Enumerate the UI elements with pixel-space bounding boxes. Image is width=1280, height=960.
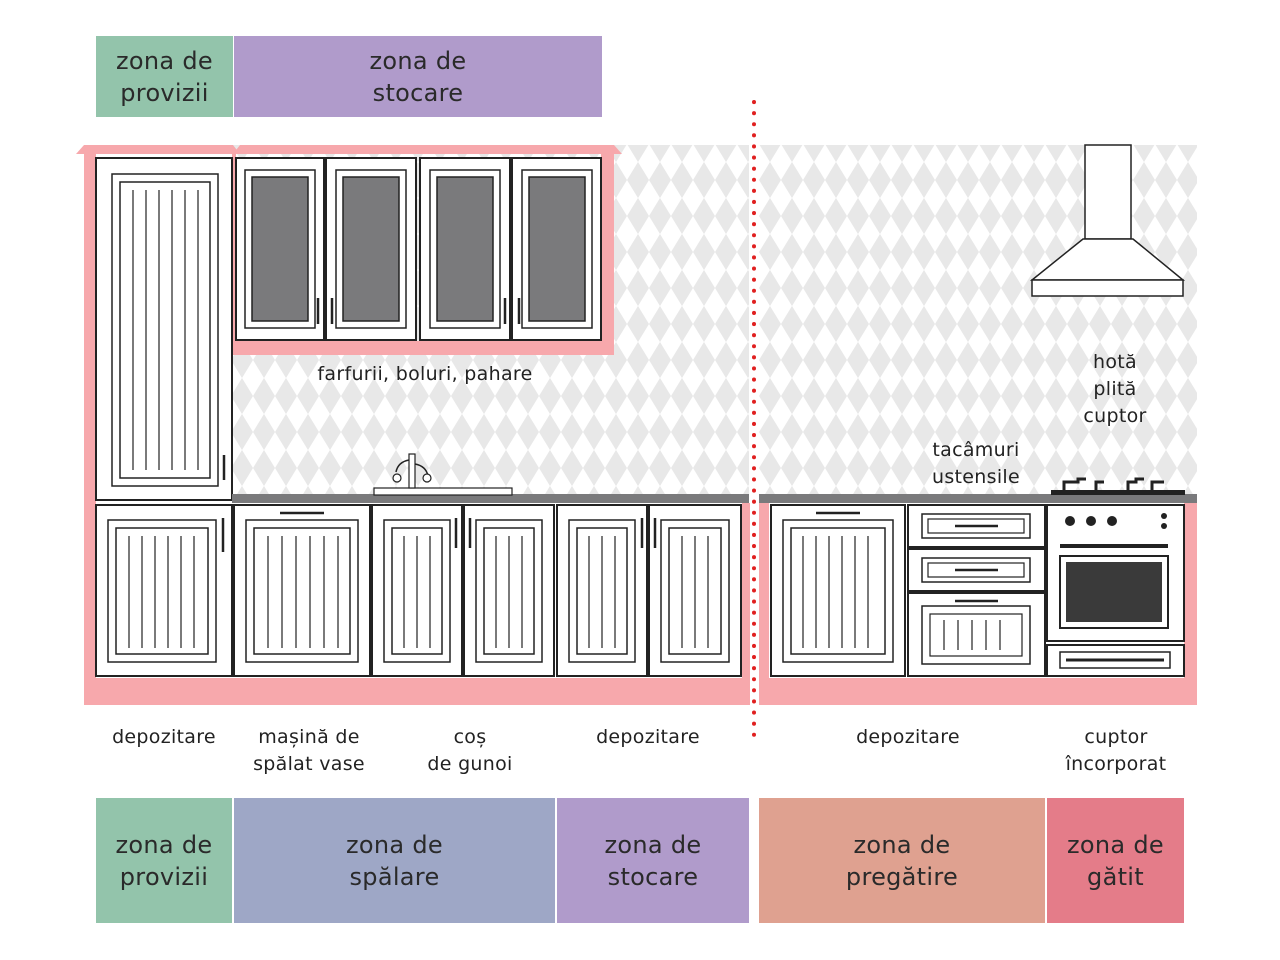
top-zone-stocare: zona de stocare [234, 36, 602, 117]
top-zone-provizii: zona de provizii [96, 36, 233, 117]
label-oven: cuptor încorporat [1065, 726, 1167, 775]
countertop-right [759, 494, 1197, 503]
bottom-zone-pregatire: zona de pregătire [759, 798, 1045, 923]
range-hood-icon [1029, 144, 1186, 297]
label-storage-right: depozitare [856, 726, 960, 748]
faucet-icon [373, 453, 513, 496]
bottom-zone-spalare: zona de spălare [234, 798, 555, 923]
base-cabinets-right [770, 504, 1046, 677]
cooking-label: hotă plită cuptor [1083, 351, 1147, 427]
oven-icon [1046, 504, 1185, 677]
upper-cabinets [235, 157, 602, 341]
label-dishwasher: mașină de spălat vase [253, 726, 365, 775]
label-storage-left: depozitare [596, 726, 700, 748]
door-slats [128, 536, 709, 648]
upper-cabinets-label: farfurii, boluri, pahare [317, 363, 533, 385]
pantry-cabinet [95, 157, 233, 501]
bottom-zone-provizii: zona de provizii [96, 798, 232, 923]
base-cabinets-left [95, 504, 742, 677]
drawers-label: tacâmuri ustensile [932, 439, 1020, 488]
cooktop-burners-icon [1051, 477, 1185, 495]
door-handles [221, 511, 657, 552]
label-bin: coș de gunoi [427, 726, 513, 775]
bottom-zone-stocare: zona de stocare [557, 798, 749, 923]
label-pantry: depozitare [112, 726, 216, 748]
bottom-zone-gatit: zona de gătit [1047, 798, 1184, 923]
countertop-left [232, 494, 749, 503]
